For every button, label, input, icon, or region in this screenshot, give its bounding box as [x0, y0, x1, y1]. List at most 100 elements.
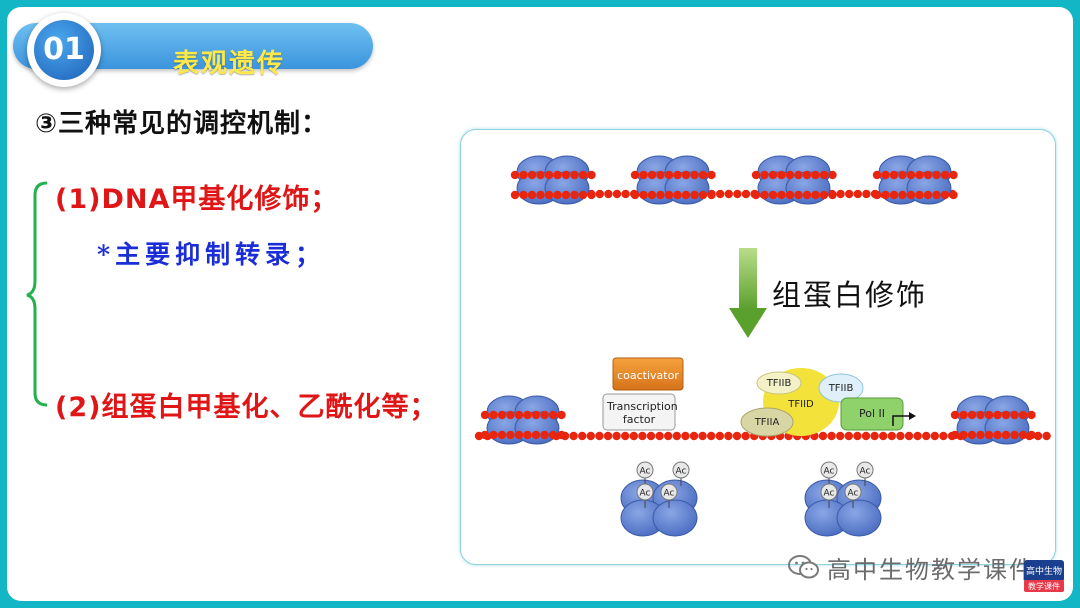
wechat-icon [788, 555, 819, 579]
tss-arrow-icon [892, 415, 909, 426]
coactivator-box [612, 357, 684, 391]
nucleosome [872, 155, 958, 205]
transcription-factor-label: Transcription factor [607, 400, 678, 426]
arrow-label: 组蛋白修饰 [772, 278, 928, 312]
ac-tag [660, 483, 678, 501]
dna-bead [853, 189, 862, 199]
tss-arrowhead-icon [909, 412, 916, 420]
ac-tag [856, 461, 874, 479]
nucleosome [751, 155, 837, 205]
dna-bead [896, 431, 905, 441]
condensed-chromatin [510, 155, 958, 205]
ac-tag [636, 461, 654, 479]
ac-label: Ac [676, 467, 687, 477]
dna-bead [845, 189, 854, 199]
ac-label: Ac [848, 489, 859, 499]
tfiia-shape [740, 407, 794, 437]
tfiib-left-shape [756, 371, 802, 395]
dna-bead [879, 431, 888, 441]
dna-bead [724, 189, 733, 199]
dna-bead [716, 189, 725, 199]
dna-bead [827, 431, 836, 441]
section-number-badge: 01 [27, 13, 101, 87]
tfiib-left-label: TFIIB [766, 378, 792, 389]
dna-bead [1042, 431, 1051, 441]
dna-bead [930, 431, 939, 441]
dna-bead [621, 431, 630, 441]
dna-bead [612, 189, 622, 199]
channel-logo-icon: 高中生物 教学课件 [1024, 560, 1064, 592]
tfiib-right-label: TFIIB [828, 383, 854, 394]
dna-bead [724, 431, 733, 441]
dna-bead [586, 431, 595, 441]
dna-bead [913, 431, 922, 441]
item-note-inhibit: *主要抑制转录； [97, 240, 326, 269]
ac-label: Ac [824, 489, 835, 499]
ac-label: Ac [640, 489, 651, 499]
dna-bead [569, 431, 578, 441]
dna-bead [1033, 431, 1043, 441]
dna-bead [939, 431, 948, 441]
ac-label: Ac [860, 467, 871, 477]
dna-bead [595, 431, 604, 441]
ac-label: Ac [640, 467, 651, 477]
dna-bead [870, 431, 879, 441]
dna-bead [844, 431, 853, 441]
dna-bead [853, 431, 862, 441]
dna-bead [672, 431, 681, 441]
dna-bead [862, 189, 871, 199]
dna-bead [621, 189, 630, 199]
slide-heading: ③三种常见的调控机制： [35, 109, 329, 139]
dna-bead [604, 189, 613, 199]
dna-bead [646, 431, 656, 441]
dna-bead [603, 431, 613, 441]
nucleosome [510, 155, 596, 205]
dna-bead [664, 431, 673, 441]
item-dna-methylation: (1)DNA甲基化修饰； [55, 184, 339, 215]
coactivator-label: coactivator [617, 369, 679, 382]
ac-label: Ac [824, 467, 835, 477]
curly-bracket-icon [26, 181, 48, 407]
dna-bead [904, 431, 914, 441]
dna-bead [578, 431, 587, 441]
ac-label: Ac [664, 489, 675, 499]
ac-tag [844, 483, 862, 501]
watermark-text: 高中生物教学课件 [827, 555, 1035, 584]
slide: 表观遗传 01 ③三种常见的调控机制： (1)DNA甲基化修饰； *主要抑制转录… [7, 7, 1073, 601]
watermark: 高中生物教学课件 [787, 552, 1035, 584]
dna-bead [655, 431, 664, 441]
transcription-factor-box [602, 393, 676, 431]
pol2-box [840, 397, 904, 431]
green-arrow-head-icon [729, 308, 767, 338]
nucleosome [950, 395, 1036, 445]
ac-tag [636, 483, 654, 501]
section-title: 表观遗传 [173, 49, 286, 79]
ac-tag [672, 461, 690, 479]
svg-text:教学课件: 教学课件 [1028, 581, 1060, 591]
pol2-label: Pol II [858, 407, 885, 420]
nucleosome [630, 155, 716, 205]
ac-tag [820, 483, 838, 501]
dna-bead [629, 431, 638, 441]
dna-bead [681, 431, 690, 441]
dna-bead [922, 431, 931, 441]
dna-bead [861, 431, 871, 441]
section-number: 01 [34, 20, 94, 80]
dna-bead [818, 431, 828, 441]
dna-bead [887, 431, 896, 441]
ac-tag [820, 461, 838, 479]
open-chromatin [474, 395, 1051, 445]
dna-bead [715, 431, 724, 441]
item-histone-modification: (2)组蛋白甲基化、乙酰化等； [55, 392, 438, 423]
nucleosome [480, 395, 566, 445]
dna-bead [836, 189, 845, 199]
dna-bead [689, 431, 699, 441]
dna-bead [836, 431, 845, 441]
dna-bead [732, 431, 742, 441]
tfiia-label: TFIIA [754, 417, 780, 428]
